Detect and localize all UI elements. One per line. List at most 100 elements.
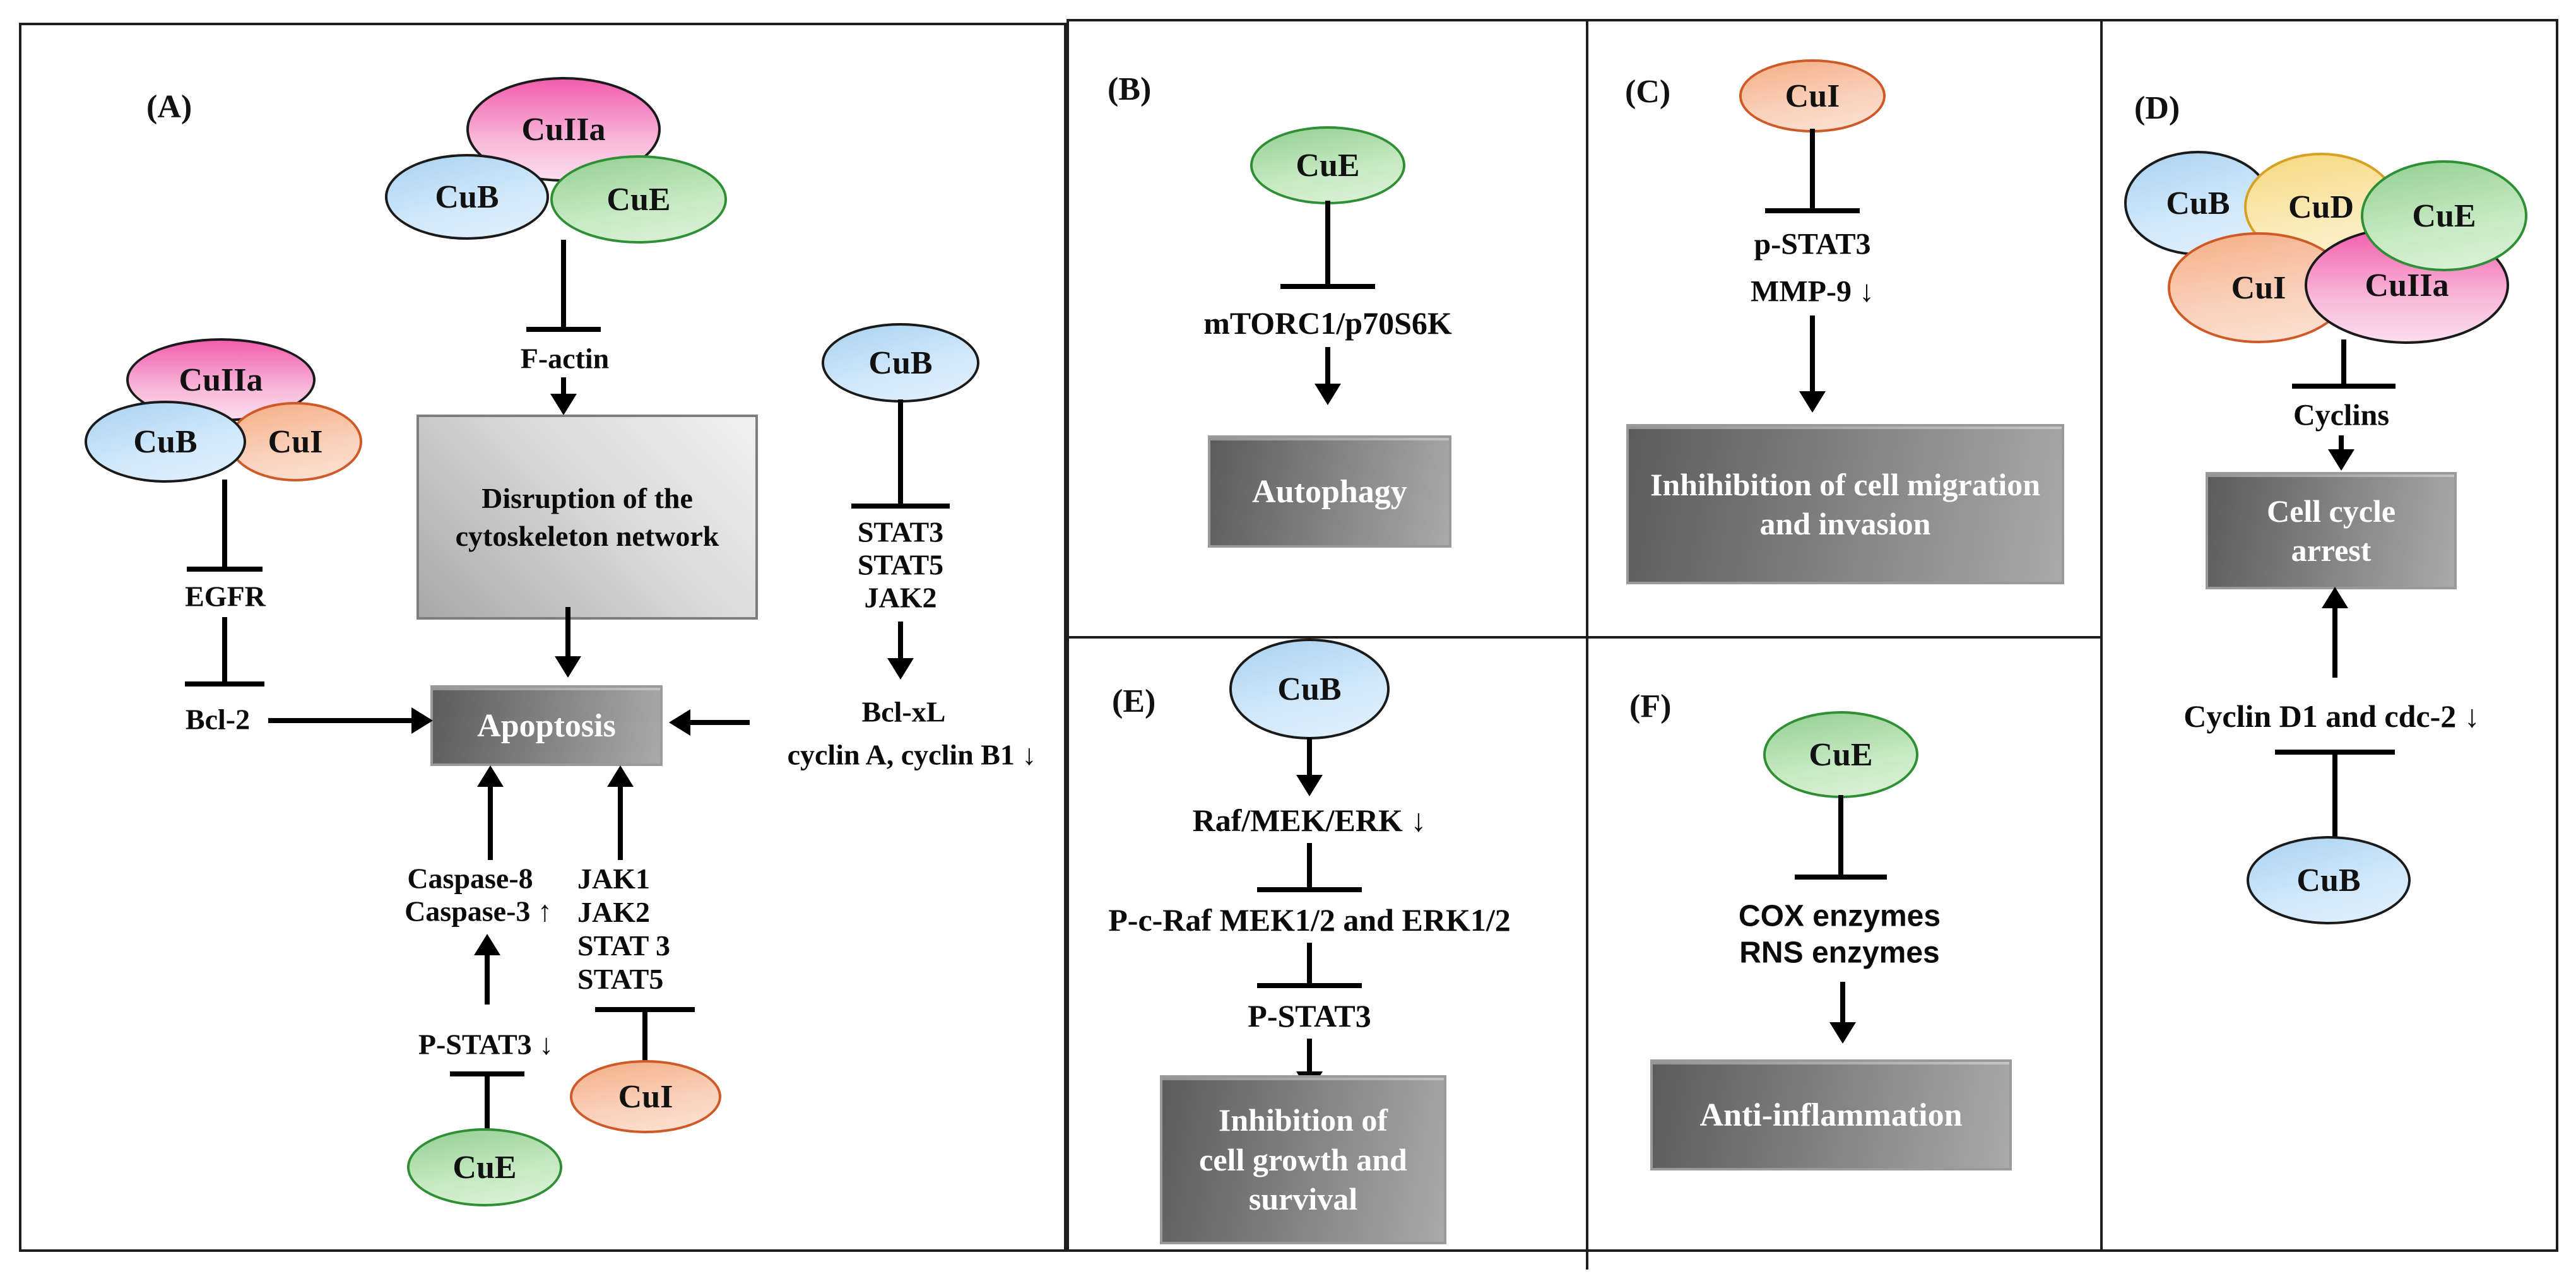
cue-ellipse: CuE bbox=[1763, 711, 1918, 798]
cue-label: CuE bbox=[452, 1149, 517, 1186]
inhibit-line bbox=[642, 1010, 647, 1063]
caspase3-label: Caspase-3 ↑ bbox=[405, 895, 552, 928]
inhibit-bar bbox=[1280, 284, 1375, 289]
p-stat3-label: P-STAT3 ↓ bbox=[418, 1028, 554, 1061]
complex-cub-ellipse: CuB bbox=[85, 401, 246, 483]
arrow-left-icon bbox=[669, 709, 690, 736]
cui-label: CuI bbox=[618, 1078, 673, 1115]
bcl-xl-label: Bcl-xL bbox=[861, 695, 946, 728]
p-stat3-label: P-STAT3 bbox=[1248, 998, 1371, 1034]
complex-cui-ellipse: CuI bbox=[228, 402, 362, 481]
complex-culla-ellipse: CuIIa bbox=[2305, 227, 2509, 344]
inhibit-line bbox=[1838, 795, 1843, 876]
bcl2-label: Bcl-2 bbox=[185, 703, 251, 736]
stat5-list-label: STAT5 bbox=[577, 963, 664, 995]
panel-e-label: (E) bbox=[1112, 683, 1156, 719]
inhibit-line bbox=[1307, 843, 1312, 888]
arrow-line bbox=[618, 786, 623, 860]
autophagy-box-label: Autophagy bbox=[1252, 473, 1407, 510]
arrow-line bbox=[1307, 1039, 1312, 1074]
cub-ellipse: CuB bbox=[1229, 639, 1390, 740]
cox-label: COX enzymes bbox=[1738, 899, 1941, 933]
inhibit-line bbox=[1810, 129, 1815, 209]
caspase8-label: Caspase-8 bbox=[407, 862, 533, 895]
arrow-line bbox=[1325, 347, 1330, 386]
arrow-down-icon bbox=[1296, 775, 1323, 796]
stat3-label: STAT3 bbox=[857, 516, 944, 548]
complex-cub-label: CuB bbox=[133, 423, 198, 460]
cub-label: CuB bbox=[2296, 862, 2361, 899]
arrow-up-icon bbox=[2322, 587, 2348, 608]
cub-ellipse: CuB bbox=[2247, 836, 2411, 924]
arrow-down-icon bbox=[1315, 384, 1341, 405]
growth-box: Inhibition of cell growth and survival bbox=[1160, 1075, 1446, 1244]
arrow-line bbox=[898, 622, 903, 661]
inhibit-line bbox=[2332, 752, 2337, 839]
mtorc-label: mTORC1/p70S6K bbox=[1203, 305, 1452, 341]
arrow-down-icon bbox=[887, 658, 914, 680]
panel-a-label: (A) bbox=[146, 89, 192, 125]
arrow-line bbox=[488, 786, 493, 860]
arrow-up-icon bbox=[477, 765, 504, 787]
cyclin-ab-label: cyclin A, cyclin B1 ↓ bbox=[787, 738, 1037, 771]
cui-ellipse: CuI bbox=[570, 1060, 721, 1133]
inhibit-line bbox=[561, 240, 566, 328]
autophagy-box: Autophagy bbox=[1208, 435, 1451, 548]
arrow-line bbox=[1307, 737, 1312, 777]
apoptosis-box-label: Apoptosis bbox=[477, 707, 616, 744]
panels-right-frame bbox=[1066, 19, 2558, 1252]
inhibit-line bbox=[1325, 201, 1330, 285]
inhibit-bar bbox=[2292, 384, 2396, 389]
cue-label: CuE bbox=[1296, 147, 1360, 184]
complex-cui-label: CuI bbox=[268, 423, 323, 460]
growth-box-label: Inhibition of cell growth and survival bbox=[1199, 1102, 1407, 1217]
divider-b-c bbox=[1586, 19, 1588, 1249]
complex-cud-label: CuD bbox=[2288, 189, 2354, 225]
stat3-list-label: STAT 3 bbox=[577, 929, 671, 962]
inhibit-bar bbox=[1795, 875, 1887, 880]
panel-a-frame bbox=[19, 23, 1066, 1252]
panel-b-label: (B) bbox=[1108, 71, 1152, 107]
complex-cue-label: CuE bbox=[2412, 197, 2476, 234]
arrow-line bbox=[565, 607, 570, 657]
cue-ellipse: CuE bbox=[407, 1128, 562, 1206]
divider-c-d bbox=[2100, 19, 2103, 1249]
panel-c-label: (C) bbox=[1625, 74, 1671, 110]
complex-cub-ellipse: CuB bbox=[385, 154, 549, 240]
arrow-right-icon bbox=[411, 707, 433, 734]
inhibit-line bbox=[898, 399, 903, 504]
inhibit-line bbox=[222, 617, 227, 681]
complex-cub-label: CuB bbox=[435, 179, 499, 215]
arrow-line bbox=[268, 718, 413, 723]
complex-cue-ellipse: CuE bbox=[550, 155, 727, 244]
inhibit-bar bbox=[526, 327, 601, 332]
arrow-down-icon bbox=[550, 394, 577, 415]
divider-b-c-extension bbox=[1586, 1249, 1588, 1270]
inhibit-bar bbox=[1765, 208, 1860, 213]
disruption-box-label: Disruption of the cytoskeleton network bbox=[455, 481, 719, 552]
jak-stat-list: JAK1 JAK2 STAT 3 STAT5 bbox=[577, 862, 670, 996]
complex-cui-label: CuI bbox=[2231, 269, 2286, 306]
arrow-up-icon bbox=[474, 934, 500, 955]
cui-label: CuI bbox=[1785, 78, 1840, 114]
arrow-down-icon bbox=[555, 656, 581, 678]
f-actin-label: F-actin bbox=[520, 342, 610, 375]
jak1-label: JAK1 bbox=[577, 863, 650, 895]
arrow-line bbox=[561, 377, 566, 396]
arrow-line bbox=[2339, 435, 2344, 452]
anti-inflammation-box: Anti-inflammation bbox=[1650, 1059, 2012, 1170]
inhibit-line bbox=[2341, 339, 2346, 386]
inhibit-bar bbox=[185, 681, 264, 687]
divider-b-e bbox=[1066, 636, 2101, 639]
inhibit-bar bbox=[1257, 887, 1362, 892]
panel-f-label: (F) bbox=[1629, 688, 1672, 724]
egfr-label: EGFR bbox=[185, 580, 266, 613]
inhibit-bar bbox=[187, 567, 263, 572]
arrow-up-icon bbox=[607, 765, 634, 787]
mmp9-label: MMP-9 ↓ bbox=[1751, 274, 1874, 309]
apoptosis-box: Apoptosis bbox=[430, 685, 663, 766]
arrow-down-icon bbox=[1829, 1022, 1856, 1044]
cub-label: CuB bbox=[1277, 671, 1342, 707]
arrow-line bbox=[689, 720, 750, 725]
